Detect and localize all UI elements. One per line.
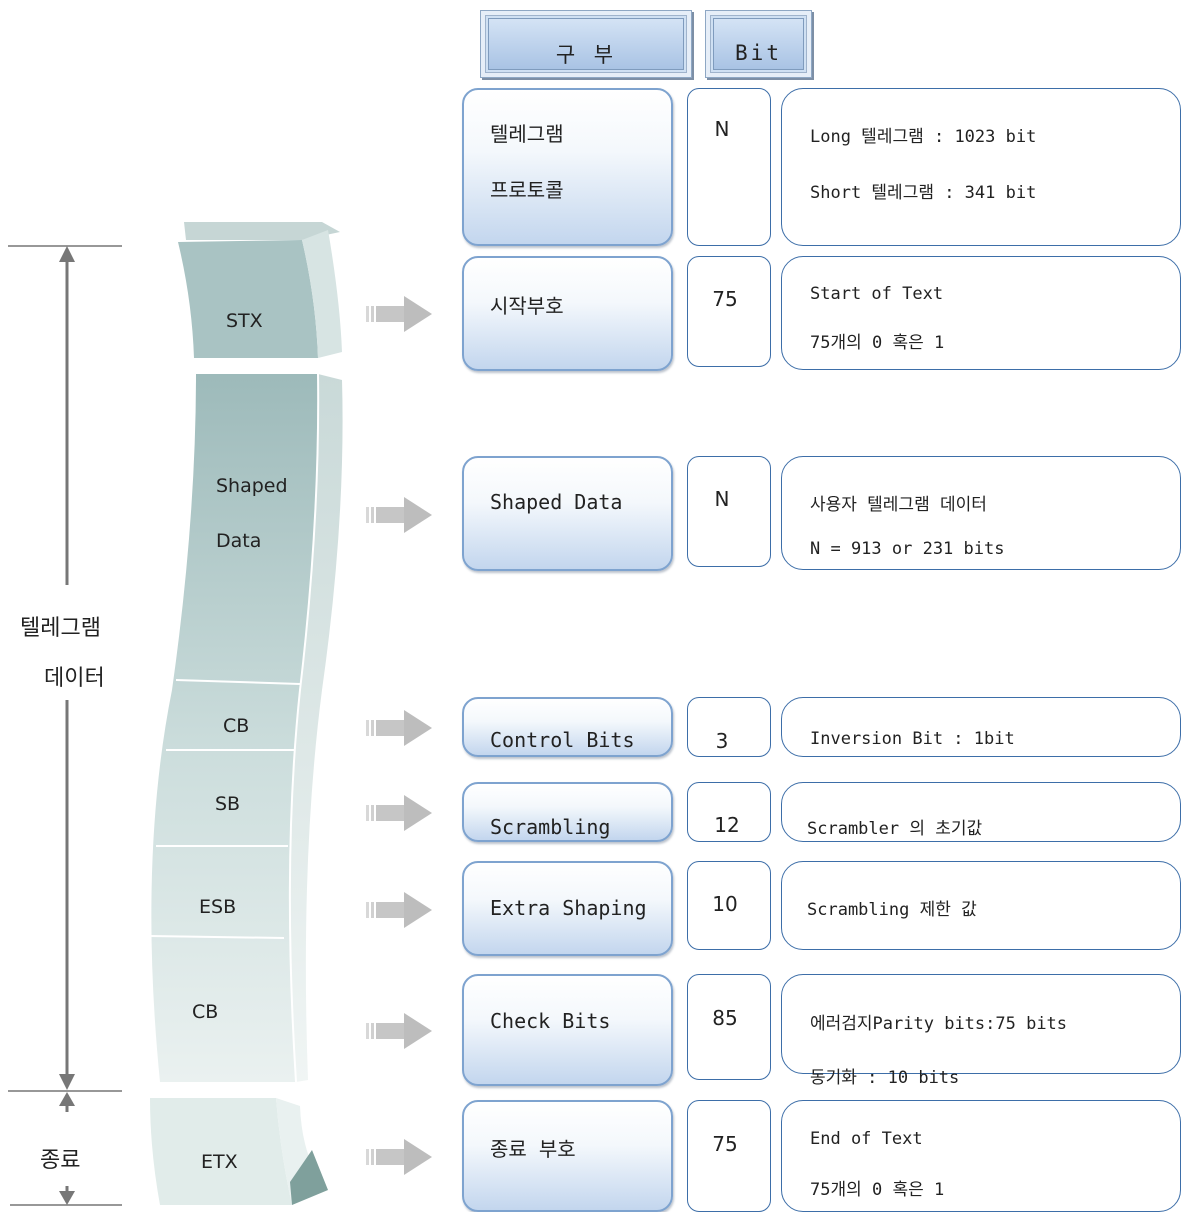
category-box-protocol: 텔레그램 프로토콜 — [462, 88, 673, 246]
telegram-span-arrow-down — [59, 1074, 75, 1090]
bit-box-extra-shaping: 10 — [687, 861, 771, 950]
arrow-icon — [366, 1013, 432, 1049]
bit-value: 3 — [715, 729, 729, 753]
end-span-arrow-down — [59, 1191, 75, 1205]
category-box-control-bits: Control Bits — [462, 697, 673, 757]
desc-line: 동기화 : 10 bits — [810, 1068, 960, 1088]
desc-line: 에러검지Parity bits:75 bits — [810, 1014, 1068, 1034]
desc-line: Long 텔레그램 : 1023 bit — [810, 127, 1037, 147]
category-label: 종료 부호 — [490, 1137, 576, 1161]
tape-segment-body — [149, 373, 343, 1083]
bit-box-scrambling: 12 — [687, 782, 771, 842]
header-bit-label: Bit — [735, 41, 782, 65]
arrow-icon — [366, 892, 432, 928]
category-label: Extra Shaping — [490, 896, 647, 920]
end-span-arrow-up — [59, 1092, 75, 1106]
category-box-check-bits: Check Bits — [462, 974, 673, 1086]
desc-box-check-bits: 에러검지Parity bits:75 bits 동기화 : 10 bits — [781, 974, 1181, 1088]
segment-label-esb: ESB — [199, 896, 237, 918]
tape-segment-stx — [178, 222, 342, 358]
bit-value: 12 — [714, 813, 740, 837]
category-label: Shaped Data — [490, 490, 623, 514]
bit-value: 85 — [712, 1006, 738, 1030]
desc-box-scrambling: Scrambler 의 초기값 — [781, 782, 1181, 842]
header-category: 구 부 — [480, 10, 692, 78]
arrow-icon — [366, 710, 432, 746]
category-box-end: 종료 부호 — [462, 1100, 673, 1212]
bit-box-check-bits: 85 — [687, 974, 771, 1080]
desc-box-extra-shaping: Scrambling 제한 값 — [781, 861, 1181, 950]
desc-line: Scrambler 의 초기값 — [807, 819, 983, 839]
bit-box-start: 75 — [687, 256, 771, 367]
bit-value: 10 — [712, 892, 738, 916]
category-label: Check Bits — [490, 1009, 611, 1033]
desc-line: End of Text — [810, 1129, 923, 1149]
telegram-span-arrow-up — [59, 246, 75, 262]
category-label: Scrambling — [490, 815, 611, 839]
arrow-icon — [366, 497, 432, 533]
desc-line: Short 텔레그램 : 341 bit — [810, 183, 1037, 203]
desc-line: N = 913 or 231 bits — [810, 539, 1005, 559]
desc-box-start: Start of Text 75개의 0 혹은 1 — [781, 256, 1181, 370]
bit-box-shaped-data: N — [687, 456, 771, 567]
desc-box-protocol: Long 텔레그램 : 1023 bit Short 텔레그램 : 341 bi… — [781, 88, 1181, 246]
bit-box-control-bits: 3 — [687, 697, 771, 757]
segment-label-data: Data — [216, 530, 262, 552]
arrow-icon — [366, 1139, 432, 1175]
category-box-shaped-data: Shaped Data — [462, 456, 673, 571]
bit-box-end: 75 — [687, 1100, 771, 1212]
desc-box-control-bits: Inversion Bit : 1bit — [781, 697, 1181, 757]
desc-line: 75개의 0 혹은 1 — [810, 333, 945, 353]
segment-label-stx: STX — [226, 310, 263, 332]
segment-label-cb-2: CB — [192, 1001, 219, 1023]
desc-line: 사용자 텔레그램 데이터 — [810, 495, 987, 515]
desc-line: 75개의 0 혹은 1 — [810, 1180, 945, 1200]
category-label: 텔레그램 — [490, 122, 564, 146]
tape-segment-etx — [150, 1098, 328, 1205]
segment-label-sb: SB — [215, 793, 241, 815]
side-label-telegram-2: 데이터 — [44, 666, 105, 691]
desc-line: Inversion Bit : 1bit — [810, 729, 1015, 749]
category-box-extra-shaping: Extra Shaping — [462, 861, 673, 956]
side-label-telegram-1: 텔레그램 — [20, 616, 101, 641]
telegram-tape — [149, 222, 343, 1205]
bit-value: 75 — [712, 1132, 738, 1156]
segment-label-cb-1: CB — [223, 715, 250, 737]
arrow-icon — [366, 296, 432, 332]
bit-value: 75 — [712, 287, 738, 311]
measure-lines — [8, 245, 122, 1206]
bit-value: N — [714, 117, 730, 141]
category-box-start: 시작부호 — [462, 256, 673, 371]
category-label: 프로토콜 — [490, 178, 564, 202]
category-label: Control Bits — [490, 728, 635, 752]
side-label-end: 종료 — [40, 1148, 81, 1173]
header-category-label: 구 부 — [555, 43, 617, 67]
category-box-scrambling: Scrambling — [462, 782, 673, 842]
desc-line: Scrambling 제한 값 — [807, 900, 977, 920]
segment-label-etx: ETX — [201, 1151, 238, 1173]
bit-box-protocol: N — [687, 88, 771, 246]
desc-box-end: End of Text 75개의 0 혹은 1 — [781, 1100, 1181, 1212]
desc-box-shaped-data: 사용자 텔레그램 데이터 N = 913 or 231 bits — [781, 456, 1181, 570]
segment-label-shaped: Shaped — [216, 475, 288, 497]
bit-value: N — [714, 487, 730, 511]
header-bit: Bit — [705, 10, 812, 78]
desc-line: Start of Text — [810, 284, 944, 304]
category-label: 시작부호 — [490, 294, 564, 318]
arrow-icon — [366, 795, 432, 831]
